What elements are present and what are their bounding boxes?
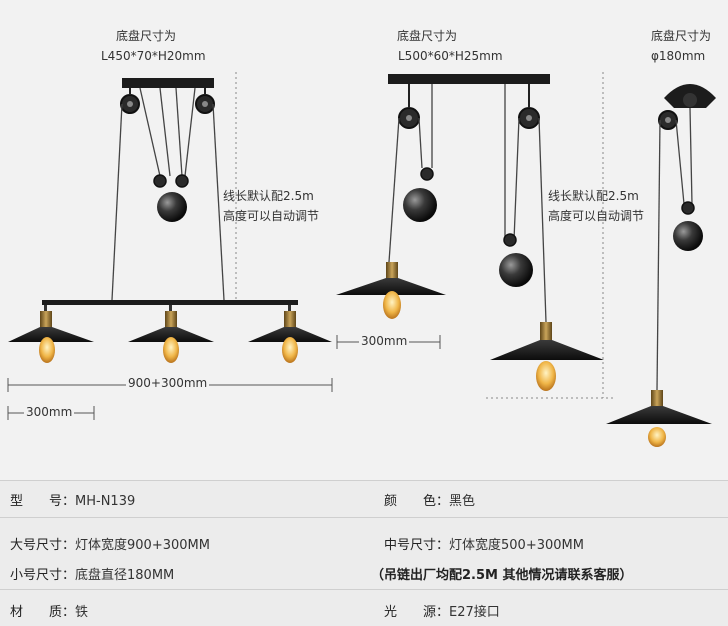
left-cable-note-2: 高度可以自动调节 (223, 209, 320, 223)
spec-material: 材 质：铁 (10, 601, 88, 620)
middle-base-title: 底盘尺寸为 (397, 29, 458, 43)
spec-light-label: 光 源： (384, 605, 450, 620)
spec-small-value: 底盘直径180MM (75, 568, 175, 583)
spec-small-label: 小号尺寸： (10, 568, 76, 583)
left-shade-dim: 300mm (24, 405, 75, 419)
left-bar (42, 300, 298, 305)
right-lamp (606, 84, 716, 447)
left-width-dim: 900+300mm (126, 376, 210, 390)
middle-cable-note-2: 高度可以自动调节 (548, 209, 645, 223)
product-diagram: 底盘尺寸为 L450*70*H20mm 线长默认配2.5m 高度可以自动调节 9… (7, 29, 716, 447)
middle-lamp (336, 72, 616, 399)
spec-small: 小号尺寸：底盘直径180MM (10, 564, 174, 583)
left-cable-note-1: 线长默认配2.5m (223, 189, 314, 203)
spec-light: 光 源：E27接口 (384, 601, 500, 620)
left-base-title: 底盘尺寸为 (116, 29, 177, 43)
spec-large-value: 灯体宽度900+300MM (75, 538, 210, 553)
spec-large-label: 大号尺寸： (10, 538, 76, 553)
middle-shade-dim: 300mm (359, 334, 410, 348)
right-base-title: 底盘尺寸为 (651, 29, 712, 43)
spec-color: 颜 色：黑色 (384, 490, 475, 509)
middle-base-size: L500*60*H25mm (398, 49, 503, 63)
left-shade-3 (248, 305, 332, 363)
left-counterweight (157, 192, 187, 222)
spec-light-value: E27接口 (449, 605, 500, 620)
left-canopy (122, 78, 214, 88)
spec-medium-value: 灯体宽度500+300MM (449, 538, 584, 553)
spec-color-value: 黑色 (449, 494, 476, 509)
spec-medium: 中号尺寸：灯体宽度500+300MM (384, 534, 584, 553)
spec-large: 大号尺寸：灯体宽度900+300MM (10, 534, 210, 553)
lamp-illustrations (7, 72, 716, 447)
middle-canopy (388, 74, 550, 84)
left-shade-1 (8, 305, 94, 363)
spec-material-label: 材 质： (10, 605, 76, 620)
middle-cable-note-1: 线长默认配2.5m (548, 189, 639, 203)
right-base-size: φ180mm (651, 49, 706, 63)
spec-note: （吊链出厂均配2.5M 其他情况请联系客服） (371, 568, 633, 583)
spec-model-label: 型 号： (10, 494, 76, 509)
spec-medium-label: 中号尺寸： (384, 538, 450, 553)
spec-table: 型 号：MH-N139 颜 色：黑色 大号尺寸：灯体宽度900+300MM 中号… (0, 480, 728, 626)
spec-model-value: MH-N139 (75, 494, 136, 509)
left-base-size: L450*70*H20mm (101, 49, 206, 63)
spec-material-value: 铁 (75, 605, 89, 620)
left-shade-2 (128, 305, 214, 363)
left-lamp (7, 72, 333, 420)
spec-model: 型 号：MH-N139 (10, 490, 135, 509)
spec-color-label: 颜 色： (384, 494, 450, 509)
